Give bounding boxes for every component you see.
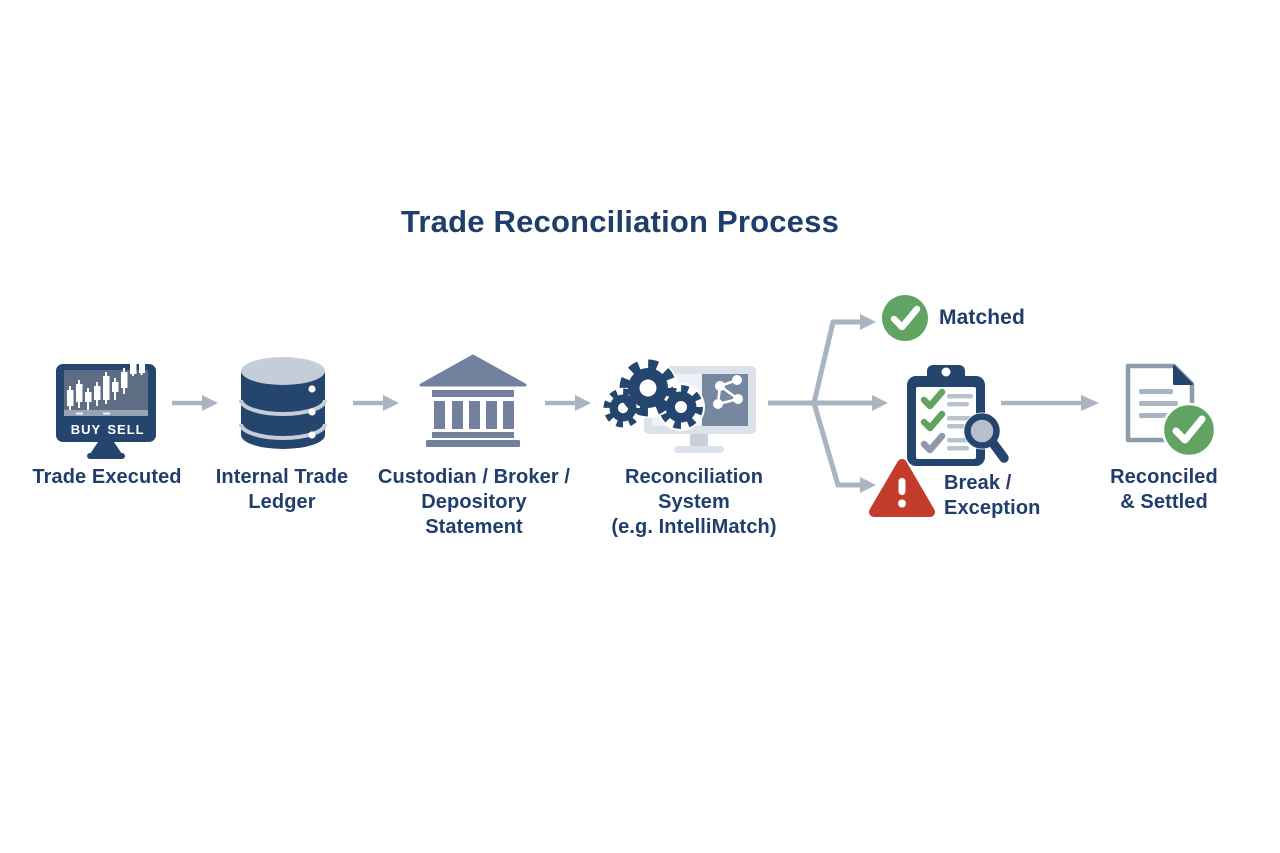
custodian-label: Custodian / Broker / Depository Statemen… [374, 465, 574, 540]
reconciled-line2: & Settled [1120, 491, 1208, 513]
internal-ledger-line1: Internal Trade [215, 466, 349, 488]
warning-triangle-icon [869, 459, 935, 517]
break-exception-label: Break / Exception [944, 471, 1084, 521]
sell-text: SELL [107, 422, 144, 437]
magnifier-icon [963, 412, 1009, 463]
recon-system-line1: Reconciliation System [624, 466, 764, 513]
network-graph-icon [713, 375, 743, 409]
buy-text: BUY [71, 422, 101, 437]
bank-icon [419, 354, 527, 447]
reconciled-settled-label: Reconciled & Settled [1084, 465, 1244, 515]
diagram-title: Trade Reconciliation Process [400, 204, 840, 239]
gears-icon [601, 358, 705, 431]
matched-label: Matched [939, 306, 1025, 329]
matched-check-icon [882, 295, 928, 341]
arrow-review-to-reconciled [1001, 395, 1099, 411]
monitor-buy-sell-icon: BUY SELL [56, 358, 156, 459]
recon-system-line2: (e.g. IntelliMatch) [611, 516, 777, 538]
internal-ledger-line2: Ledger [248, 491, 316, 513]
break-exception-line1: Break / [944, 472, 1012, 494]
document-check-icon [1125, 363, 1217, 458]
break-exception-line2: Exception [944, 497, 1041, 519]
gears-monitor-icon [601, 358, 756, 453]
reconciled-line1: Reconciled [1110, 466, 1218, 488]
arrow-trade-to-ledger [172, 395, 218, 411]
database-icon [239, 357, 327, 449]
arrow-custodian-to-recon [545, 395, 591, 411]
custodian-line1: Custodian / Broker / [377, 466, 571, 488]
candlestick-chart [67, 358, 145, 415]
trade-executed-label: Trade Executed [32, 466, 182, 488]
recon-system-label: Reconciliation System (e.g. IntelliMatch… [594, 465, 794, 540]
branch-connector [768, 314, 888, 493]
internal-ledger-label: Internal Trade Ledger [192, 465, 372, 515]
custodian-line2: Depository Statement [421, 491, 527, 538]
arrow-ledger-to-custodian [353, 395, 399, 411]
clipboard-magnifier-icon [907, 365, 1009, 466]
checklist-rows [920, 388, 973, 454]
